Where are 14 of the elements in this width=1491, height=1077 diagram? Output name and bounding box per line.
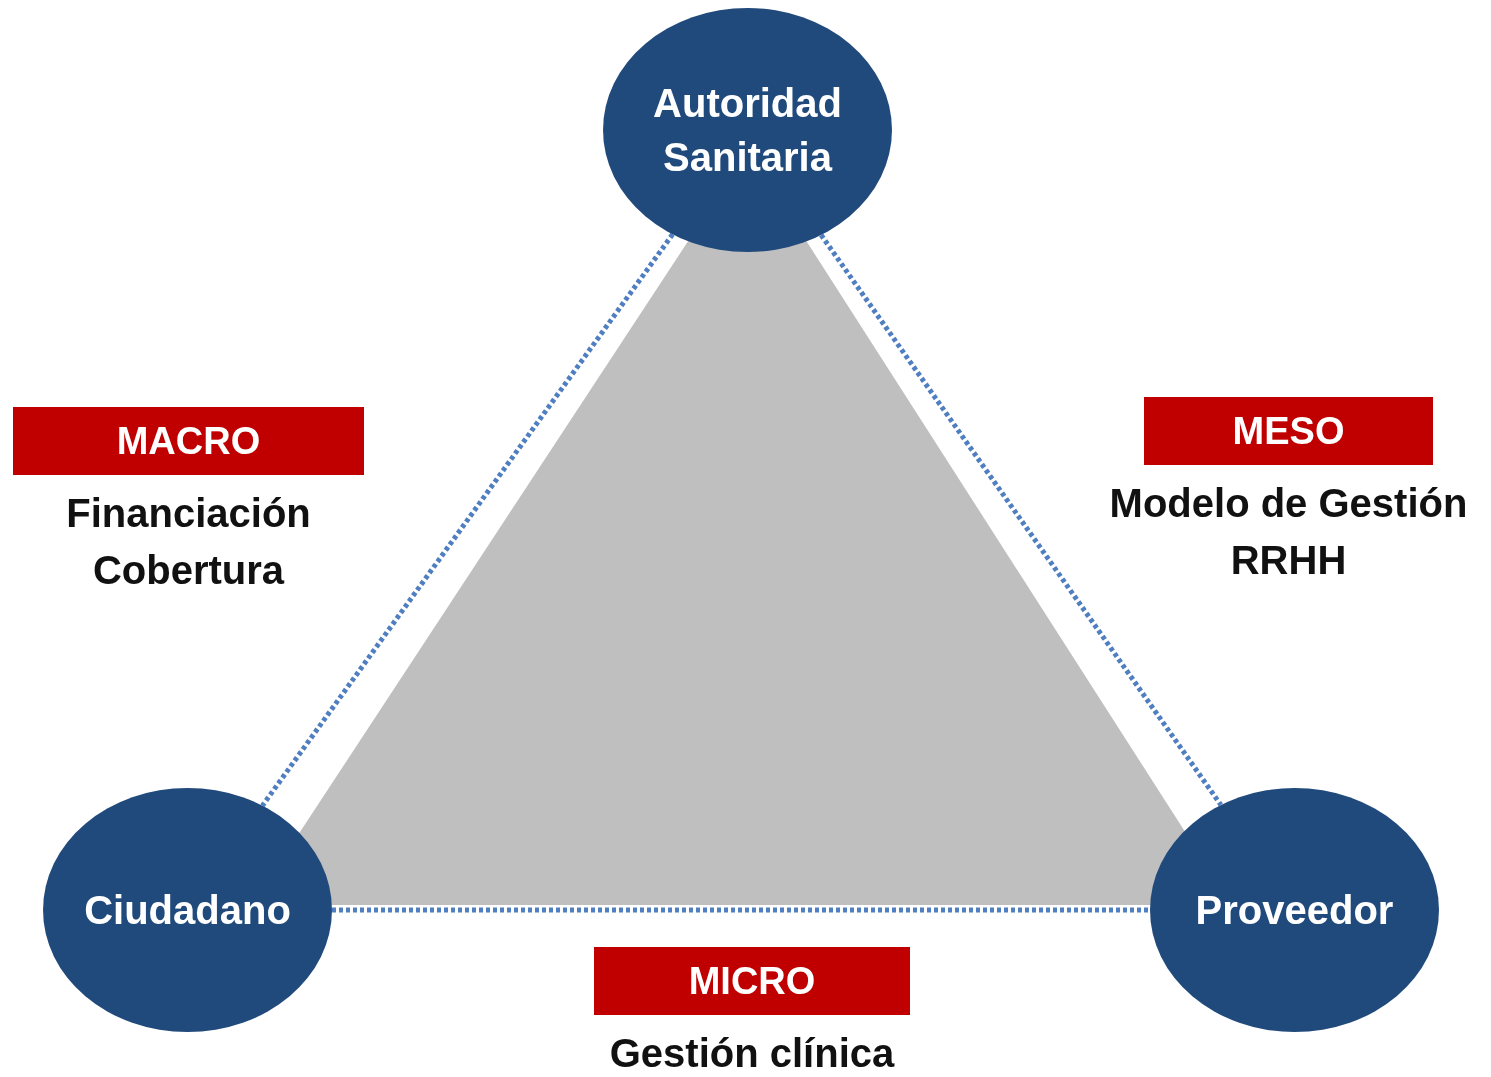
level-banner: MACRO (13, 407, 364, 475)
dotted-connector (819, 233, 1223, 807)
actor-circle: Ciudadano (43, 788, 332, 1032)
level-banner: MICRO (594, 947, 910, 1015)
level-banner: MESO (1144, 397, 1433, 465)
dotted-connector (260, 232, 675, 808)
actor-circle: Autoridad Sanitaria (603, 8, 892, 252)
level-description: Financiación (66, 490, 311, 537)
actor-circle: Proveedor (1150, 788, 1439, 1032)
level-description: Cobertura (92, 547, 285, 594)
level-description: Modelo de Gestión (1109, 480, 1468, 527)
dotted-connector (332, 907, 1150, 913)
level-description: RRHH (1230, 537, 1347, 584)
level-description: Gestión clínica (609, 1030, 895, 1077)
